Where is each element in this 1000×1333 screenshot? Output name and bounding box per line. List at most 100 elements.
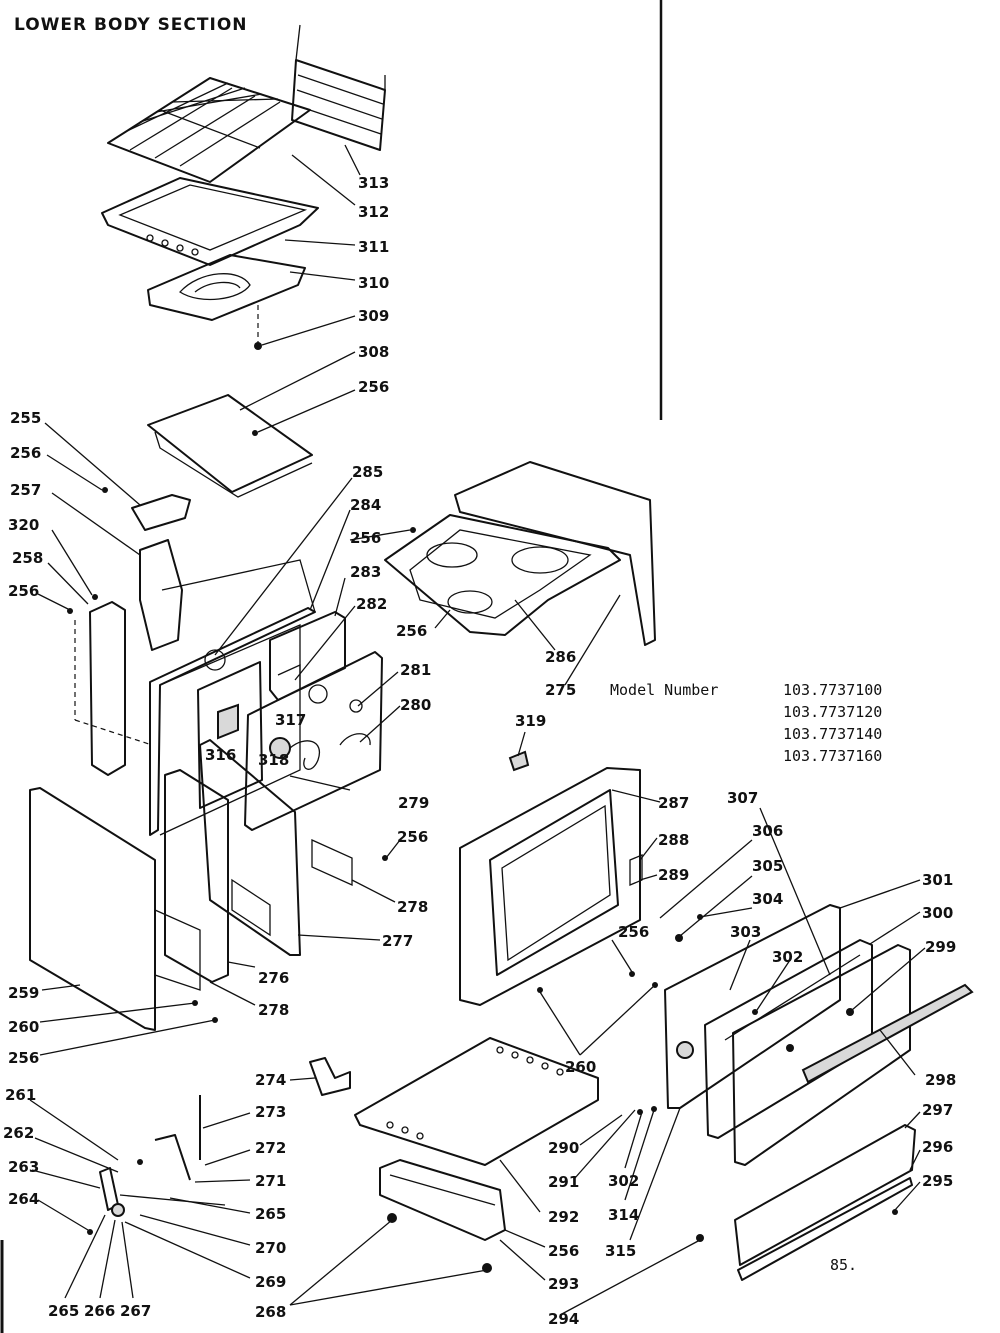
model-number-1: 103.7737100 (783, 681, 882, 699)
callout-309: 309 (358, 307, 389, 325)
callout-263: 263 (8, 1158, 39, 1176)
callout-262: 262 (3, 1124, 34, 1142)
callout-267: 267 (120, 1302, 151, 1320)
bottom-cover-part (147, 394, 313, 498)
callout-315: 315 (605, 1242, 636, 1260)
callout-278-a: 278 (397, 898, 428, 916)
callout-270: 270 (255, 1239, 286, 1257)
side-panel-part (29, 787, 156, 1031)
callout-298: 298 (925, 1071, 956, 1089)
callout-266: 266 (84, 1302, 115, 1320)
callout-280: 280 (400, 696, 431, 714)
callout-289: 289 (658, 866, 689, 884)
burner-assembly-part (269, 611, 346, 701)
model-number-block: Model Number 103.7737100 103.7737120 103… (610, 681, 882, 765)
callout-290: 290 (548, 1139, 579, 1157)
callout-300: 300 (922, 904, 953, 922)
callout-256-f: 256 (8, 1049, 39, 1067)
callout-256-e: 256 (397, 828, 428, 846)
model-number-3: 103.7737140 (783, 725, 882, 743)
callout-256-c: 256 (8, 582, 39, 600)
model-number-2: 103.7737120 (783, 703, 882, 721)
clip-319 (508, 750, 530, 772)
callout-297: 297 (922, 1101, 953, 1119)
callout-275: 275 (545, 681, 576, 699)
callout-304: 304 (752, 890, 783, 908)
callout-261: 261 (5, 1086, 36, 1104)
callout-278-b: 278 (258, 1001, 289, 1019)
shield-part (139, 539, 183, 651)
callout-287: 287 (658, 794, 689, 812)
callout-305: 305 (752, 857, 783, 875)
oven-liner-part (149, 607, 316, 836)
callout-314: 314 (608, 1206, 639, 1224)
callout-301: 301 (922, 871, 953, 889)
callout-286: 286 (545, 648, 576, 666)
rear-panel-part (291, 24, 386, 151)
callout-281: 281 (400, 661, 431, 679)
callout-293: 293 (548, 1275, 579, 1293)
callout-313: 313 (358, 174, 389, 192)
front-frame-part (199, 739, 301, 956)
callout-288: 288 (658, 831, 689, 849)
model-number-4: 103.7737160 (783, 747, 882, 765)
broiler-pan-part (147, 254, 306, 321)
callout-259: 259 (8, 984, 39, 1002)
section-title: LOWER BODY SECTION (14, 15, 248, 35)
drawer-rail-part (379, 1159, 506, 1241)
callout-316: 316 (205, 746, 236, 764)
screw-309 (254, 342, 262, 350)
back-panel-part (244, 651, 383, 831)
callout-260-b: 260 (565, 1058, 596, 1076)
inner-panel-part (197, 661, 263, 809)
callout-256-a: 256 (358, 378, 389, 396)
callout-320: 320 (8, 516, 39, 534)
callout-260-a: 260 (8, 1018, 39, 1036)
broiler-drawer-part (354, 1037, 599, 1166)
callout-269: 269 (255, 1273, 286, 1291)
oven-door-frame-part (459, 767, 641, 1006)
callout-256-g: 256 (618, 923, 649, 941)
oven-rack-part (107, 77, 311, 183)
callout-302-b: 302 (608, 1172, 639, 1190)
drawer-panel-part (734, 1124, 916, 1281)
callout-306: 306 (752, 822, 783, 840)
callout-311: 311 (358, 238, 389, 256)
callout-273: 273 (255, 1103, 286, 1121)
callout-299: 299 (925, 938, 956, 956)
callout-264: 264 (8, 1190, 39, 1208)
outer-door-part (664, 904, 911, 1166)
callout-310: 310 (358, 274, 389, 292)
callout-255: 255 (10, 409, 41, 427)
igniter-part (269, 737, 321, 770)
callout-276: 276 (258, 969, 289, 987)
callout-256-i: 256 (396, 622, 427, 640)
callout-277: 277 (382, 932, 413, 950)
callout-284: 284 (350, 496, 381, 514)
callout-274: 274 (255, 1071, 286, 1089)
side-trim-part (74, 601, 153, 776)
callout-268: 268 (255, 1303, 286, 1321)
callout-265-b: 265 (48, 1302, 79, 1320)
panel-line-279 (289, 775, 351, 791)
callout-282: 282 (356, 595, 387, 613)
callout-302-a: 302 (772, 948, 803, 966)
callout-265-a: 265 (255, 1205, 286, 1223)
fastener-dots (67, 430, 898, 1273)
callout-labels: 313 312 311 310 309 308 256 255 256 257 … (3, 174, 956, 1328)
side-panel-outline (161, 559, 316, 613)
callout-303: 303 (730, 923, 761, 941)
callout-285: 285 (352, 463, 383, 481)
callout-271: 271 (255, 1172, 286, 1190)
broil-pan-part (101, 177, 319, 266)
callout-256-h: 256 (548, 1242, 579, 1260)
leader-lines (29, 144, 926, 1316)
callout-257: 257 (10, 481, 41, 499)
model-number-label: Model Number (610, 681, 718, 699)
drawer-side-part (154, 769, 229, 991)
callout-272: 272 (255, 1139, 286, 1157)
callout-296: 296 (922, 1138, 953, 1156)
callout-256-d: 256 (350, 529, 381, 547)
callout-258: 258 (12, 549, 43, 567)
